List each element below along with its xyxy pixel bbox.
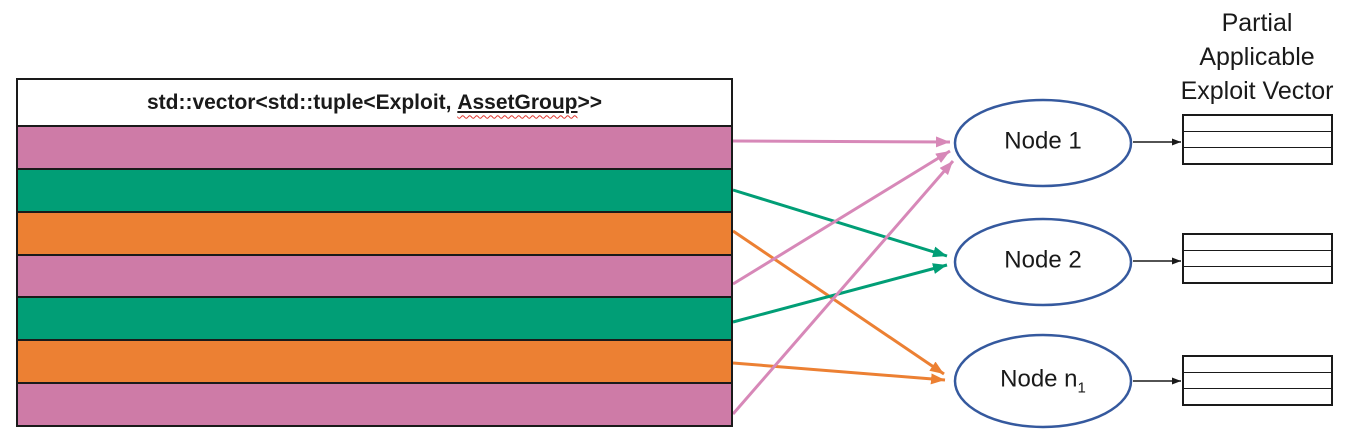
header-misspelled-word: AssetGroup <box>457 91 577 115</box>
arrow-row5-to-node2 <box>732 263 948 324</box>
vector-rows <box>18 127 731 426</box>
node2-label: Node 2 <box>1004 247 1081 278</box>
arrow-row7-to-node1 <box>731 160 955 415</box>
arrow-row3-to-node-n1 <box>732 229 945 376</box>
vector-table-header: std::vector<std::tuple<Exploit, AssetGro… <box>18 80 731 127</box>
arrow-row4-to-node1 <box>732 149 951 286</box>
header-misspelled-word-text: AssetGroup <box>457 90 578 114</box>
node2-label-text: Node 2 <box>1004 246 1082 274</box>
mini-table-row <box>1184 389 1331 404</box>
node1-ellipse <box>953 98 1133 188</box>
vector-row-6-orange <box>18 341 731 385</box>
vector-row-7-pink <box>18 384 731 426</box>
arrow-row1-to-node1 <box>732 136 951 148</box>
output-title-line1: Partial <box>1221 9 1293 37</box>
vector-row-2-green <box>18 169 731 213</box>
mini-table-row <box>1184 251 1331 267</box>
vector-row-3-orange <box>18 212 731 256</box>
node2-ellipse <box>953 217 1133 307</box>
mini-table <box>1182 355 1333 406</box>
header-prefix: std::vector<std::tuple<Exploit, <box>146 90 458 114</box>
node-n1-label-sub: 1 <box>1077 379 1086 397</box>
mini-table-row <box>1184 267 1331 282</box>
vector-row-5-green <box>18 298 731 342</box>
arrow-row2-to-node2 <box>732 188 948 258</box>
mini-table-row <box>1184 235 1331 251</box>
exploit-vector-table: std::vector<std::tuple<Exploit, AssetGro… <box>16 78 733 427</box>
mini-table-row <box>1184 373 1331 389</box>
node1-label-text: Node 1 <box>1004 127 1082 155</box>
arrow-row6-to-node-n1 <box>732 361 946 385</box>
header-suffix: >> <box>577 90 603 114</box>
node-n1-ellipse <box>953 333 1133 429</box>
mini-table <box>1182 114 1333 165</box>
node-n1-label-text: Node n <box>1000 365 1078 393</box>
vector-row-4-pink <box>18 255 731 299</box>
mini-table-row <box>1184 357 1331 373</box>
mini-table-row <box>1184 116 1331 132</box>
output-title-line2: Applicable <box>1199 43 1315 71</box>
output-title: Partial Applicable Exploit Vector <box>1163 6 1351 108</box>
mini-table-row <box>1184 148 1331 163</box>
mini-table <box>1182 233 1333 284</box>
mini-table-row <box>1184 132 1331 148</box>
output-title-line3: Exploit Vector <box>1180 77 1334 105</box>
vector-row-1-pink <box>18 127 731 170</box>
node-n1-label: Node n1 <box>1000 366 1086 397</box>
node1-label: Node 1 <box>1004 128 1081 159</box>
